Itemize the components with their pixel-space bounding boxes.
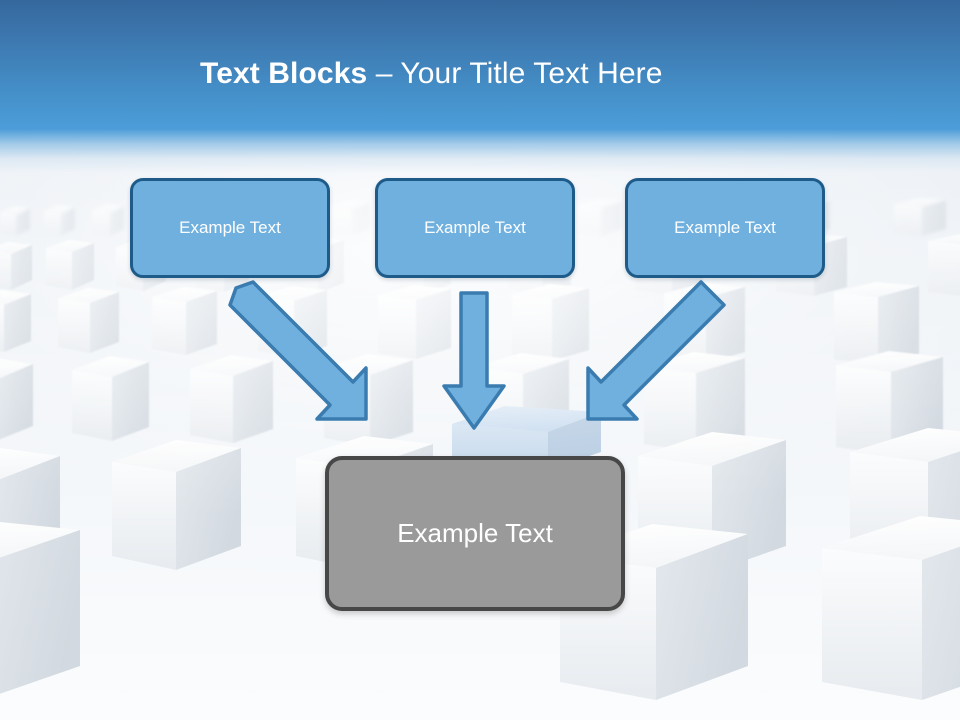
text-block-2[interactable]: Example Text — [375, 178, 575, 278]
title-separator: – — [367, 57, 401, 90]
result-text-block[interactable]: Example Text — [325, 456, 625, 611]
page-title: Text Blocks – Your Title Text Here — [200, 54, 663, 94]
text-block-3[interactable]: Example Text — [625, 178, 825, 278]
text-block-2-label: Example Text — [424, 218, 526, 237]
title-bold-part: Text Blocks — [200, 57, 368, 90]
text-block-1-label: Example Text — [179, 218, 281, 237]
text-block-1[interactable]: Example Text — [130, 178, 330, 278]
result-text-block-label: Example Text — [397, 518, 553, 548]
title-light-part: Your Title Text Here — [400, 57, 663, 90]
text-block-3-label: Example Text — [674, 218, 776, 237]
